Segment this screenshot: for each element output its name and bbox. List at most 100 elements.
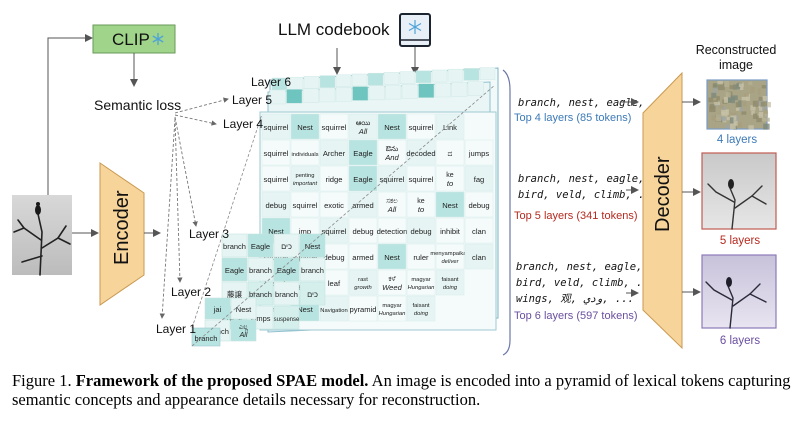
token-cell <box>319 139 349 166</box>
layer-1-label: Layer 1 <box>156 322 196 336</box>
token-cell <box>319 191 349 218</box>
token-text: Eagle <box>353 149 372 158</box>
noise-patch <box>739 107 744 112</box>
token-text: growth <box>354 285 371 291</box>
token-text: squirrel <box>264 175 289 184</box>
output-tokens: wings, 观, ودي, ... <box>516 293 634 305</box>
token-text: doing <box>414 311 429 317</box>
noise-patch <box>711 115 717 121</box>
token-text: Nest <box>297 305 314 314</box>
token-cell <box>348 165 378 192</box>
token-text: fag <box>474 175 485 184</box>
token-text: branch <box>301 266 324 275</box>
noise-patch <box>708 97 714 103</box>
token-text: armed <box>352 201 374 210</box>
token-cell <box>204 297 231 320</box>
token-text: Nest <box>236 305 252 314</box>
token-text: ಕಳೆ <box>388 276 396 283</box>
token-text: squirrel <box>264 149 289 158</box>
token-cell <box>464 217 494 244</box>
image-caption: 6 layers <box>720 335 761 347</box>
token-cell <box>348 139 378 166</box>
token-text: exotic <box>324 201 344 210</box>
token-cell <box>377 217 407 244</box>
token-text: clan <box>472 227 486 236</box>
noise-patch <box>760 101 768 107</box>
layer-5-label: Layer 5 <box>232 93 272 107</box>
noise-patch <box>744 93 749 97</box>
token-cell <box>290 191 320 218</box>
token-text: All <box>387 205 397 214</box>
noise-patch <box>748 81 753 86</box>
noise-patch <box>729 117 734 124</box>
noise-patch <box>738 100 742 107</box>
token-text: faisant <box>441 277 458 283</box>
token-cell <box>348 269 378 296</box>
output-bracket <box>502 69 511 356</box>
token-text: Hungarian <box>408 285 435 291</box>
token-text: branch <box>249 290 272 299</box>
layer-6-label: Layer 6 <box>251 75 291 89</box>
token-text: debug <box>265 201 286 210</box>
token-text: jumps <box>468 149 489 158</box>
token-text: decoded <box>406 149 435 158</box>
noise-patch <box>717 81 723 85</box>
noise-patch <box>731 95 738 101</box>
token-text: leaf <box>328 279 341 288</box>
token-text: magyar <box>382 303 401 309</box>
caption-title: Framework of the proposed SPAE model. <box>75 371 369 390</box>
token-text: branch <box>223 242 246 251</box>
token-text: ಸಕಲ <box>386 198 398 205</box>
token-text: squirrel <box>380 175 405 184</box>
noise-patch <box>721 109 728 117</box>
noise-patch <box>762 95 768 101</box>
layer-2-label: Layer 2 <box>171 285 211 299</box>
noise-patch <box>764 111 769 118</box>
token-cell <box>221 257 248 282</box>
token-text: branch <box>195 334 218 343</box>
token-cell <box>406 139 436 166</box>
token-text: debug <box>323 253 344 262</box>
noise-patch <box>760 106 768 112</box>
token-cell <box>299 281 326 306</box>
token-text: Link <box>443 123 457 132</box>
token-cell <box>247 233 274 258</box>
decoder-label: Decoder <box>652 156 674 232</box>
token-cell <box>261 191 291 218</box>
noise-patch <box>761 85 767 89</box>
token-text: jai <box>213 305 222 314</box>
noise-patch <box>764 101 771 108</box>
token-text: Weed <box>382 283 402 292</box>
token-text: important <box>293 181 318 187</box>
book-icon <box>399 13 431 47</box>
token-cell <box>377 243 407 270</box>
noise-patch <box>729 85 735 90</box>
token-cell <box>406 269 436 296</box>
output-top6: branch, nest, eagle, ..., bird, veld, cl… <box>514 261 674 322</box>
output-tokens: bird, veld, climb, ... <box>518 189 657 201</box>
token-cell <box>377 295 407 322</box>
token-cell <box>290 165 320 192</box>
noise-patch <box>757 88 761 96</box>
token-cell <box>406 243 436 270</box>
token-text: squirrel <box>322 227 347 236</box>
noise-patch <box>712 84 717 89</box>
noise-patch <box>758 107 763 111</box>
token-text: 藤譲 <box>227 289 242 299</box>
token-cell <box>299 257 326 282</box>
noise-patch <box>752 100 759 107</box>
noise-patch <box>763 109 768 114</box>
noise-patch <box>748 125 754 130</box>
token-cell <box>435 165 465 192</box>
layer-4-label: Layer 4 <box>223 117 263 131</box>
clip-label: CLIP <box>112 30 150 49</box>
token-text: Eagle <box>225 266 244 275</box>
noise-patch <box>718 83 725 91</box>
noise-patch <box>753 113 758 119</box>
noise-patch <box>758 96 763 101</box>
token-text: individuals <box>291 152 318 158</box>
snowflake-icon <box>152 33 164 45</box>
codebook-label: LLM codebook <box>278 20 390 39</box>
noise-patch <box>758 111 764 118</box>
